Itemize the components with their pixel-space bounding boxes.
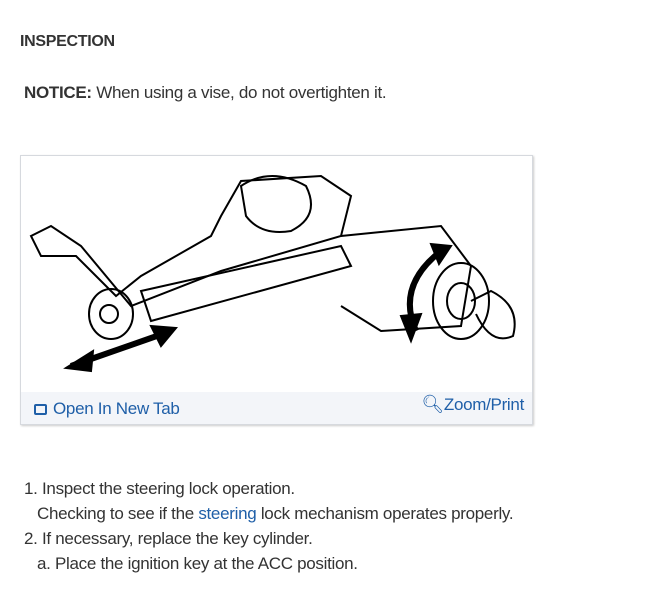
- steering-link[interactable]: steering: [198, 504, 257, 523]
- steps-list: 1. Inspect the steering lock operation. …: [24, 476, 514, 576]
- notice-text: When using a vise, do not overtighten it…: [91, 83, 387, 102]
- zoom-print-link[interactable]: 🔍︎Zoom/Print: [421, 394, 524, 415]
- figure-toolbar: Open In New Tab 🔍︎Zoom/Print: [21, 392, 532, 424]
- step-2a: a. Place the ignition key at the ACC pos…: [37, 554, 358, 573]
- step-2: 2. If necessary, replace the key cylinde…: [24, 529, 313, 548]
- step-text: Checking to see if the: [37, 504, 199, 523]
- notice: NOTICE: When using a vise, do not overti…: [24, 83, 387, 103]
- step-1-detail: Checking to see if the steering lock mec…: [24, 501, 514, 526]
- steering-lock-illustration: [29, 174, 516, 373]
- open-in-new-tab-link[interactable]: Open In New Tab: [34, 399, 180, 419]
- zoom-print-label: Zoom/Print: [443, 395, 524, 414]
- zoom-in-icon: 🔍︎: [421, 394, 444, 414]
- step-text: lock mechanism operates properly.: [256, 504, 514, 523]
- open-new-tab-icon: [34, 404, 47, 415]
- figure: Open In New Tab 🔍︎Zoom/Print: [20, 155, 533, 425]
- section-heading: INSPECTION: [20, 33, 115, 50]
- step-1: 1. Inspect the steering lock operation.: [24, 479, 295, 498]
- open-in-new-tab-label: Open In New Tab: [53, 399, 180, 418]
- notice-label: NOTICE:: [24, 83, 92, 102]
